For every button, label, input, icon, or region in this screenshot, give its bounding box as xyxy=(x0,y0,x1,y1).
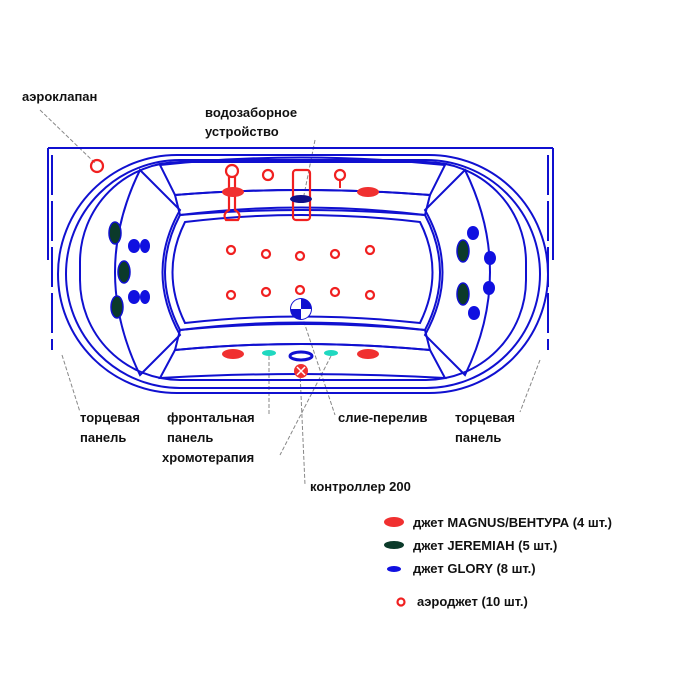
glory-jets xyxy=(128,226,496,320)
water-intake-icon xyxy=(291,168,312,222)
label-end-panel-left-2: панель xyxy=(80,430,126,445)
air-valve-icon xyxy=(89,158,105,174)
label-front-panel-1: фронтальная xyxy=(167,410,255,425)
label-end-panel-left-1: торцевая xyxy=(80,410,140,425)
legend-aerojet-label: аэроджет (10 шт.) xyxy=(417,594,528,609)
drain-icon xyxy=(290,298,312,320)
top-fittings xyxy=(223,163,347,222)
legend-aerojet-swatch xyxy=(396,597,406,607)
legend-magnus-swatch xyxy=(384,517,404,527)
bottom-drain-icon xyxy=(288,350,314,362)
label-intake-1: водозаборное xyxy=(205,105,297,120)
jeremiah-jets xyxy=(108,221,470,319)
legend: джет MAGNUS/ВЕНТУРА (4 шт.) джет JEREMIA… xyxy=(384,515,612,609)
legend-jeremiah-label: джет JEREMIAH (5 шт.) xyxy=(413,538,557,553)
label-controller: контроллер 200 xyxy=(310,479,411,494)
label-end-panel-right-1: торцевая xyxy=(455,410,515,425)
legend-glory-swatch xyxy=(387,566,401,572)
overflow-icon xyxy=(290,195,312,203)
magnus-jets xyxy=(222,187,379,359)
label-overflow: слие-перелив xyxy=(338,410,428,425)
chromotherapy-lights xyxy=(262,350,338,356)
label-front-panel-2: панель xyxy=(167,430,213,445)
label-end-panel-right-2: панель xyxy=(455,430,501,445)
label-intake-2: устройство xyxy=(205,124,279,139)
bathtub-outline xyxy=(47,147,554,394)
label-air-valve: аэроклапан xyxy=(22,89,97,104)
controller-icon xyxy=(294,364,308,378)
label-chromotherapy: хромотерапия xyxy=(162,450,254,465)
legend-jeremiah-swatch xyxy=(384,541,404,549)
legend-magnus-label: джет MAGNUS/ВЕНТУРА (4 шт.) xyxy=(413,515,612,530)
aerojets xyxy=(225,244,376,301)
legend-glory-label: джет GLORY (8 шт.) xyxy=(413,561,536,576)
